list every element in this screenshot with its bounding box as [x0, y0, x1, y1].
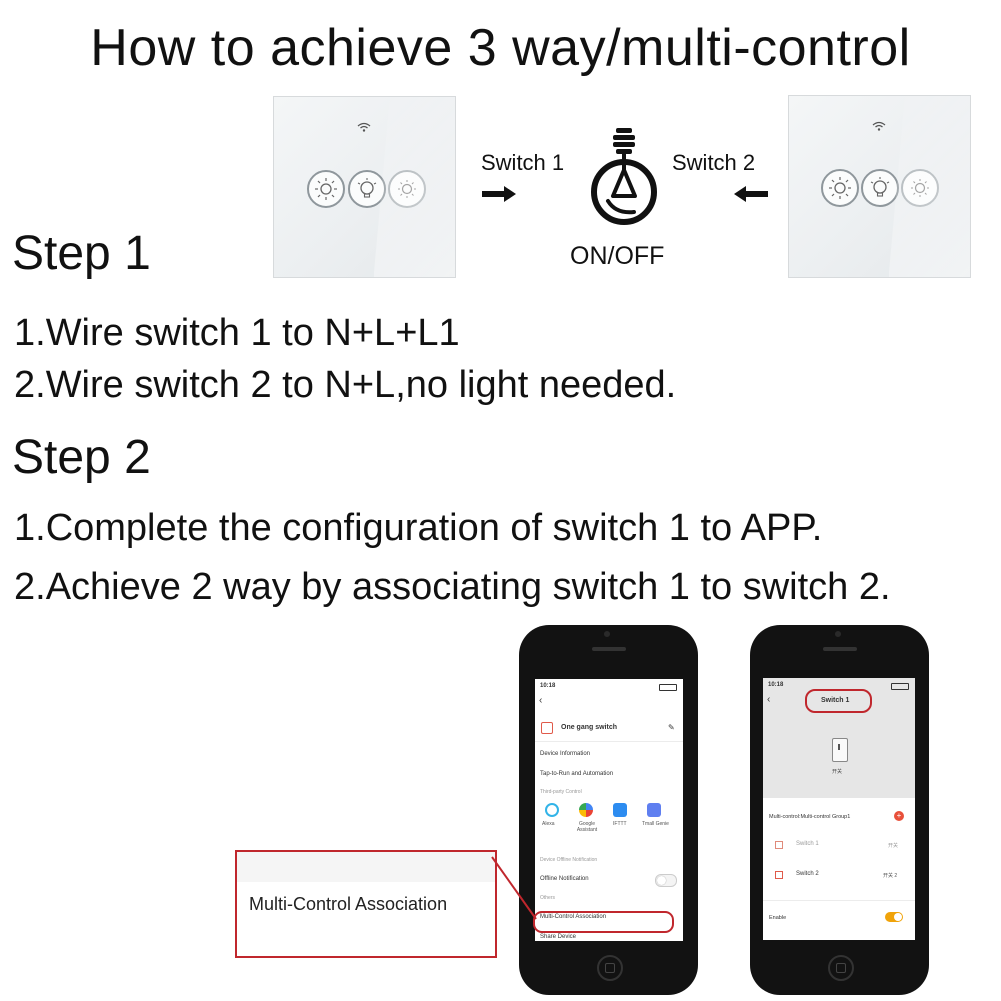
- alexa-icon[interactable]: [545, 803, 559, 817]
- row-value-1: 开关: [888, 843, 899, 849]
- camera: [604, 631, 610, 637]
- home-button[interactable]: [597, 955, 623, 981]
- multi-control-item[interactable]: Multi-Control Association: [540, 914, 607, 920]
- sun-bulb-icon: [829, 177, 851, 199]
- speaker-grille: [592, 647, 626, 651]
- camera: [835, 631, 841, 637]
- switch1-label: Switch 1: [481, 150, 565, 175]
- tmall-genie-icon[interactable]: [647, 803, 661, 817]
- device-icon: [541, 722, 553, 734]
- offline-header: Device Offline Notification: [540, 857, 598, 863]
- toggle-knob: [657, 876, 666, 885]
- row-value-2: 开关 2: [883, 873, 898, 879]
- row-name-2: Switch 2: [796, 871, 819, 877]
- service-alexa: Alexa: [542, 821, 555, 827]
- third-party-header: Third-party Control: [540, 789, 582, 795]
- multi-control-highlight: [533, 911, 674, 933]
- phone-2: 10:18 ‹ Switch 1 开关 Multi-control:Multi-…: [750, 625, 929, 995]
- arrow-right-icon: [482, 186, 516, 202]
- row-device-icon: [775, 841, 783, 849]
- toggle-knob: [894, 913, 902, 921]
- step2-line-1: 1.Complete the configuration of switch 1…: [14, 507, 823, 549]
- light-bulb-icon: [591, 128, 657, 225]
- switch-rocker: [838, 744, 840, 750]
- callout-box: Multi-Control Association: [235, 850, 497, 958]
- speaker-grille: [823, 647, 857, 651]
- row-device-icon: [775, 871, 783, 879]
- dim-sun-icon: [911, 179, 929, 197]
- screen-title: Switch 1: [821, 697, 850, 704]
- offline-label: Offline Notification: [540, 876, 589, 882]
- title-highlight: [805, 689, 872, 713]
- phone-1-screen: 10:18 ‹ One gang switch ✎ Device Informa…: [535, 679, 683, 941]
- menu-device-information[interactable]: Device Information: [540, 751, 591, 757]
- enable-toggle[interactable]: [885, 912, 903, 922]
- touch-button-1: [821, 169, 859, 207]
- back-icon[interactable]: ‹: [767, 694, 771, 705]
- dim-sun-icon: [398, 180, 416, 198]
- touch-button-2: [861, 169, 899, 207]
- switch-caption: 开关: [832, 769, 843, 775]
- switch-panel-2: [788, 95, 971, 278]
- phone-1: 10:18 ‹ One gang switch ✎ Device Informa…: [519, 625, 698, 995]
- ifttt-icon[interactable]: [613, 803, 627, 817]
- back-icon[interactable]: ‹: [539, 695, 543, 706]
- switch2-label: Switch 2: [672, 150, 756, 175]
- bulb-icon: [357, 178, 377, 198]
- home-square: [605, 963, 615, 973]
- battery-icon: [891, 683, 909, 690]
- touch-button-1: [307, 170, 345, 208]
- status-time: 10:18: [540, 683, 556, 689]
- service-ifttt: IFTTT: [613, 821, 627, 827]
- wifi-icon: [872, 121, 886, 131]
- menu-tap-to-run[interactable]: Tap-to-Run and Automation: [540, 771, 614, 777]
- step2-heading: Step 2: [12, 431, 151, 484]
- phone-2-screen: 10:18 ‹ Switch 1 开关 Multi-control:Multi-…: [763, 678, 915, 940]
- callout-header-strip: [237, 852, 495, 882]
- device-name: One gang switch: [561, 724, 618, 731]
- step1-heading: Step 1: [12, 227, 151, 280]
- divider: [763, 900, 915, 901]
- wifi-icon: [357, 122, 371, 132]
- page-title: How to achieve 3 way/multi-control: [90, 19, 911, 77]
- edit-icon[interactable]: ✎: [668, 723, 675, 732]
- battery-icon: [659, 684, 677, 691]
- enable-label: Enable: [769, 915, 787, 921]
- touch-button-2: [348, 170, 386, 208]
- add-icon[interactable]: +: [894, 811, 904, 821]
- home-square: [836, 963, 846, 973]
- service-tmall: Tmall Genie: [642, 821, 669, 827]
- status-time: 10:18: [768, 682, 784, 688]
- callout-connector: [491, 856, 537, 920]
- group-label: Multi-control:Multi-control Group1: [769, 814, 851, 820]
- offline-toggle[interactable]: [655, 874, 677, 887]
- step2-line-2: 2.Achieve 2 way by associating switch 1 …: [14, 566, 891, 608]
- row-name-1: Switch 1: [796, 841, 819, 847]
- switch-panel-1: [273, 96, 456, 278]
- callout-label: Multi-Control Association: [249, 894, 448, 914]
- sun-bulb-icon: [315, 178, 337, 200]
- switch-device-icon: [832, 738, 848, 762]
- share-device-item[interactable]: Share Device: [540, 934, 577, 940]
- others-header: Others: [540, 895, 556, 901]
- touch-button-3: [388, 170, 426, 208]
- bulb-icon: [870, 177, 890, 197]
- google-assistant-icon[interactable]: [579, 803, 593, 817]
- step1-line-2: 2.Wire switch 2 to N+L,no light needed.: [14, 364, 677, 406]
- divider: [535, 741, 683, 742]
- bulb-caption: ON/OFF: [570, 242, 665, 270]
- step1-line-1: 1.Wire switch 1 to N+L+L1: [14, 312, 460, 354]
- service-google: Google Assistant: [576, 821, 598, 833]
- touch-button-3: [901, 169, 939, 207]
- home-button[interactable]: [828, 955, 854, 981]
- arrow-left-icon: [734, 186, 768, 202]
